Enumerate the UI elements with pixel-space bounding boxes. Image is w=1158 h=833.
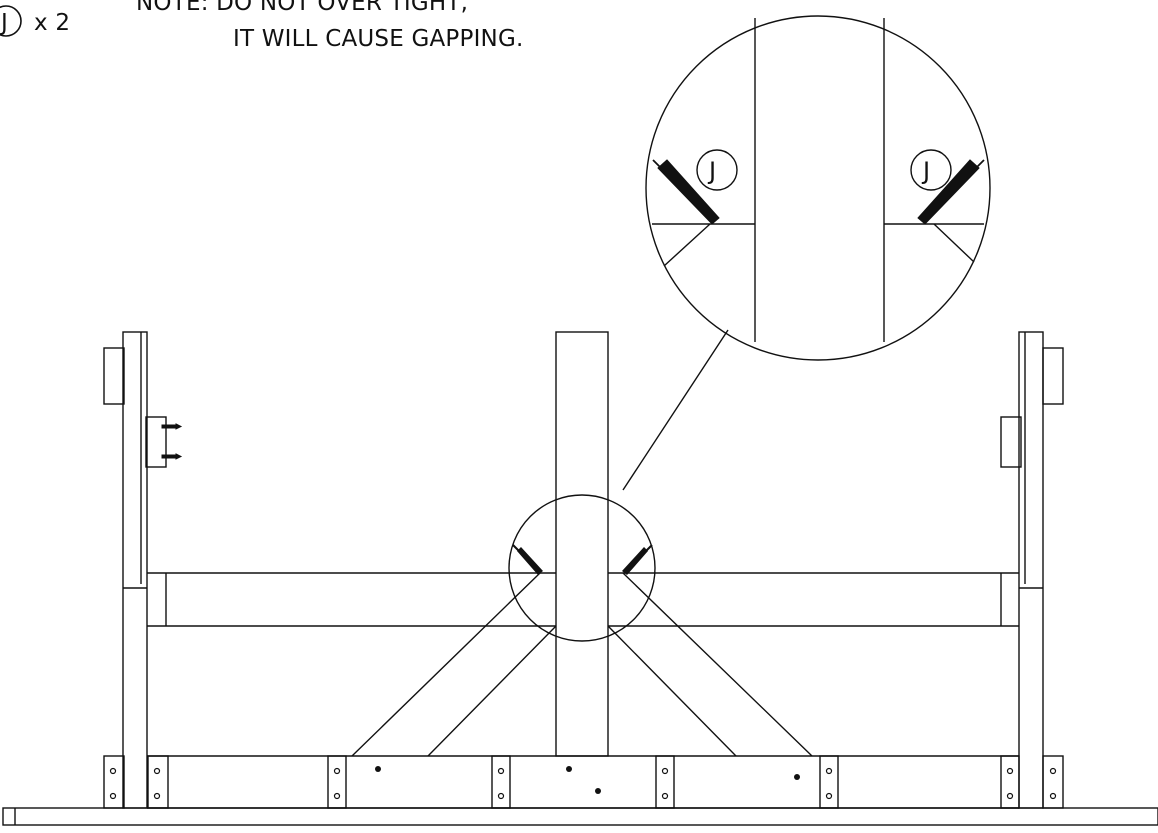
center-post	[555, 331, 609, 757]
detail-leader	[622, 329, 729, 491]
detail-screw-left	[652, 159, 720, 225]
base-plate	[2, 807, 1158, 826]
assembly-screw-right	[622, 544, 653, 575]
detail-bubble-right	[910, 149, 952, 191]
part-bubble-icon	[0, 5, 22, 37]
diagonal-braces	[351, 572, 813, 757]
part-quantity: x 2	[34, 10, 71, 36]
brackets	[103, 755, 1064, 809]
detail-label-right: J	[921, 157, 930, 185]
fastener-dots	[375, 766, 800, 794]
assembly-screw-left	[512, 544, 543, 575]
part-bubble-label: J	[1, 10, 8, 36]
right-leg	[1000, 331, 1064, 809]
bottom-rail	[147, 755, 1019, 809]
leg-bolts	[161, 423, 183, 460]
note-line-2: IT WILL CAUSE GAPPING.	[233, 26, 524, 52]
upper-rail	[147, 572, 1019, 627]
part-callout: J x 2	[0, 5, 70, 100]
left-leg	[103, 331, 167, 809]
detail-circle	[508, 494, 656, 642]
detail-label-left: J	[707, 157, 716, 185]
detail-view	[622, 15, 991, 491]
detail-bubble-left	[696, 149, 738, 191]
note-line-1: NOTE: DO NOT OVER TIGHT,	[136, 0, 469, 16]
detail-screw-right	[917, 159, 985, 225]
